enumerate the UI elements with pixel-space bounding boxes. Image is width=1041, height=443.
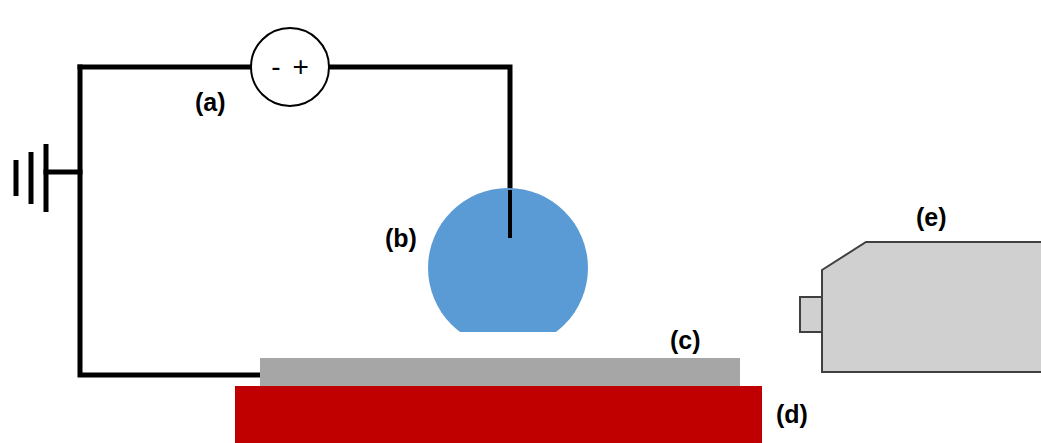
electrode-needle [508, 190, 512, 238]
camera [800, 242, 1041, 372]
ground-symbol [16, 144, 46, 212]
part-label: (d) [776, 402, 808, 427]
droplet [428, 188, 588, 332]
part-label: (b) [385, 226, 417, 251]
substrate [260, 358, 740, 386]
heater-plate [235, 386, 762, 443]
wire [46, 67, 510, 375]
polarity-sign: + [292, 53, 308, 81]
part-label: (c) [670, 328, 701, 353]
voltage-source: -+ [250, 27, 330, 107]
polarity-sign: - [271, 53, 280, 81]
part-label: (e) [916, 205, 947, 230]
part-label: (a) [195, 90, 226, 115]
